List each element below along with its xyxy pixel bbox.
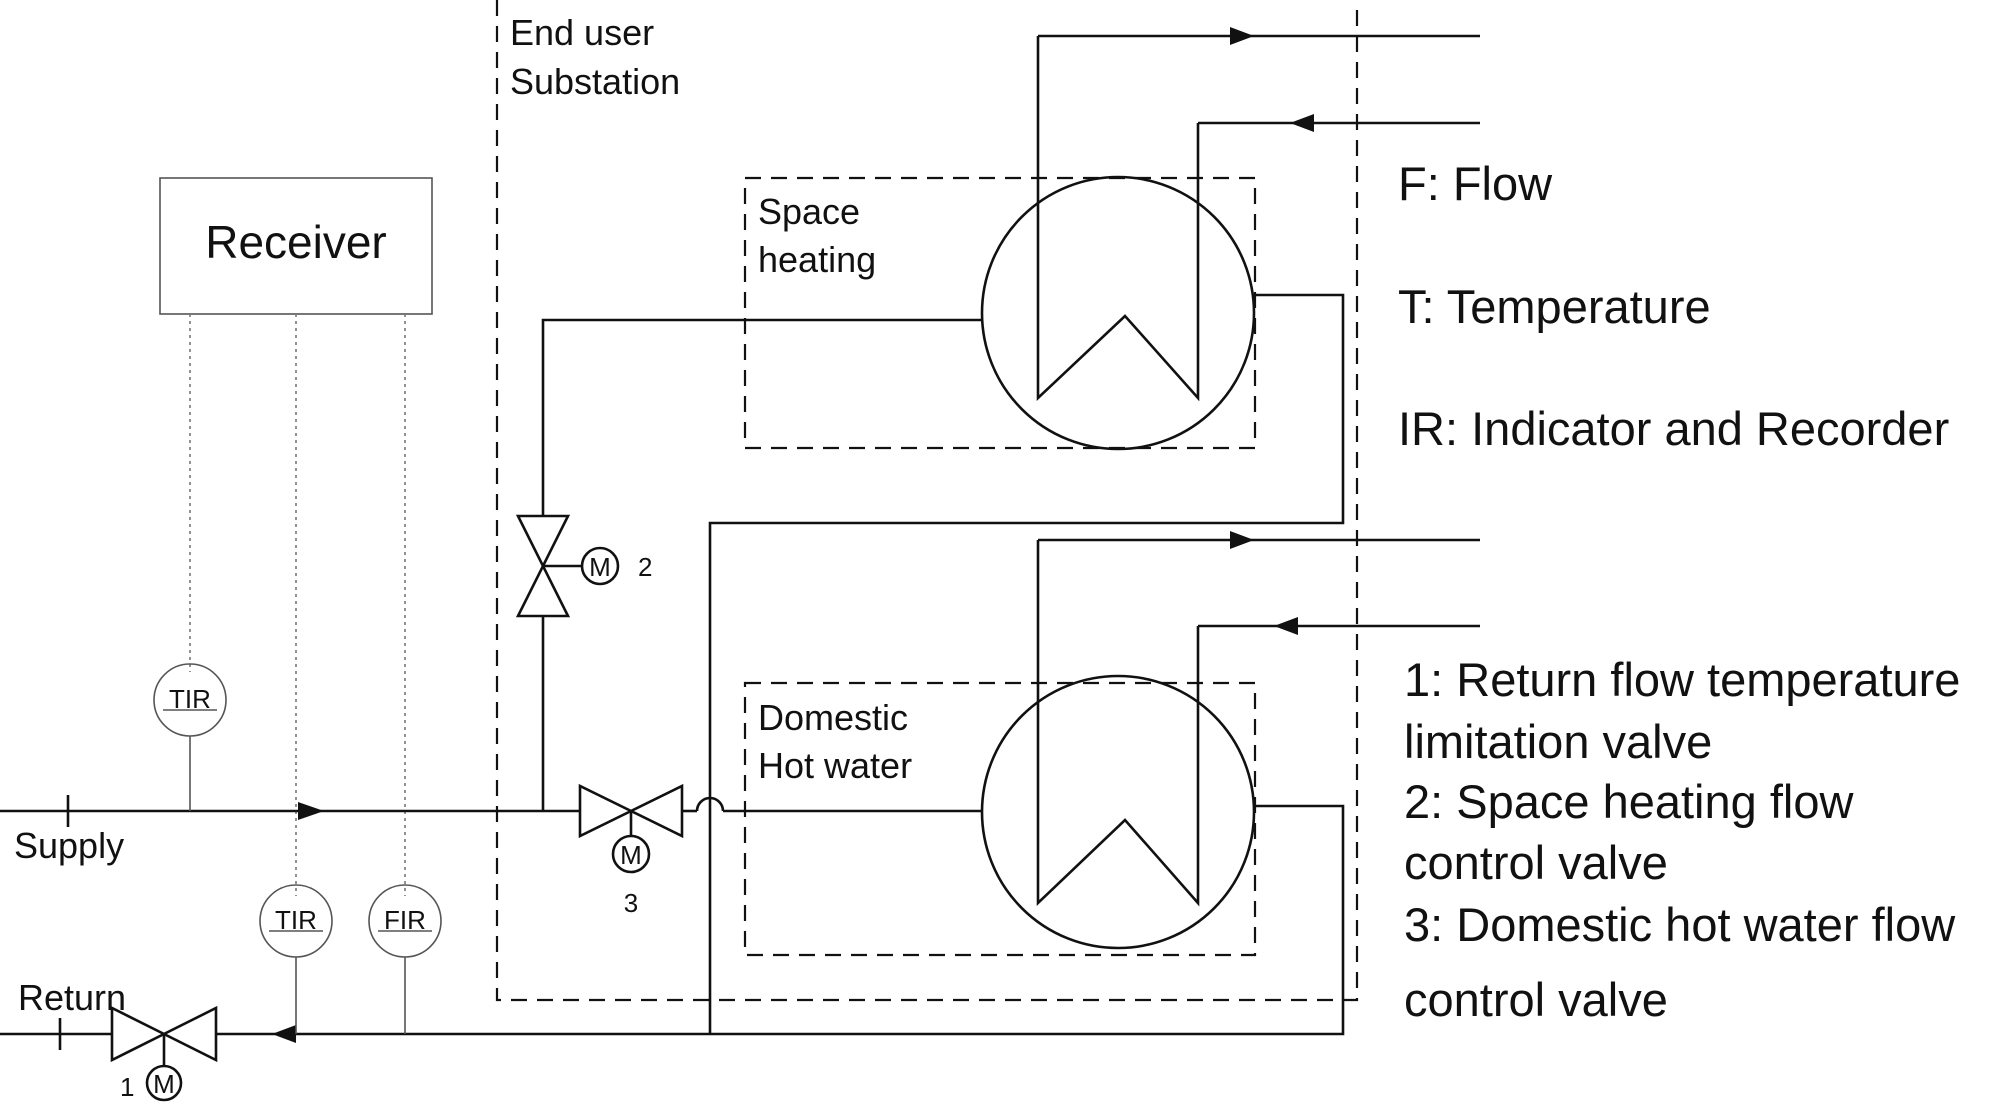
- legend: F: Flow T: Temperature IR: Indicator and…: [1398, 157, 1960, 1026]
- legend-valve-1-line2: limitation valve: [1404, 715, 1712, 768]
- fir-return-label: FIR: [384, 905, 426, 935]
- space-heating-label-line1: Space: [758, 191, 860, 232]
- receiver-label: Receiver: [205, 216, 387, 268]
- valve-2-motor-label: M: [589, 552, 611, 582]
- space-heating-secondary-pipes: [1038, 27, 1480, 132]
- supply-pipe: [0, 318, 982, 827]
- space-heating-heat-exchanger: [980, 36, 1256, 451]
- legend-temperature: T: Temperature: [1398, 280, 1711, 333]
- valve-3: [578, 783, 684, 874]
- valve-2: [515, 514, 620, 618]
- supply-label: Supply: [14, 825, 124, 866]
- substation-boundary: [495, 0, 1359, 1002]
- dhw-secondary-pipes: [1038, 531, 1480, 635]
- return-label: Return: [18, 977, 126, 1018]
- fir-return-instrument: [368, 884, 442, 1034]
- tir-supply-label: TIR: [169, 684, 211, 714]
- space-heating-label-line2: heating: [758, 239, 876, 280]
- legend-flow: F: Flow: [1398, 157, 1553, 210]
- valve-3-motor-label: M: [620, 840, 642, 870]
- legend-valve-2-line2: control valve: [1404, 836, 1668, 889]
- dhw-label-line2: Hot water: [758, 745, 912, 786]
- tir-return-label: TIR: [275, 905, 317, 935]
- valve-1: [110, 1005, 218, 1102]
- valve-3-number: 3: [624, 888, 638, 918]
- tir-supply-instrument: [153, 663, 227, 811]
- valve-1-motor-label: M: [153, 1069, 175, 1099]
- dhw-heat-exchanger: [980, 540, 1256, 950]
- valve-1-number: 1: [120, 1072, 134, 1102]
- legend-valve-3-line2: control valve: [1404, 973, 1668, 1026]
- substation-label-line1: End user: [510, 12, 654, 53]
- tir-return-instrument: [259, 884, 333, 1034]
- signal-lines: [189, 314, 406, 896]
- legend-valve-1-line1: 1: Return flow temperature: [1404, 653, 1960, 706]
- legend-indicator-recorder: IR: Indicator and Recorder: [1398, 402, 1949, 455]
- return-pipe: [0, 293, 1345, 1050]
- legend-valve-3-line1: 3: Domestic hot water flow: [1404, 898, 1956, 951]
- legend-valve-2-line1: 2: Space heating flow: [1404, 775, 1854, 828]
- dhw-label-line1: Domestic: [758, 697, 908, 738]
- valve-2-number: 2: [638, 552, 652, 582]
- substation-label-line2: Substation: [510, 61, 680, 102]
